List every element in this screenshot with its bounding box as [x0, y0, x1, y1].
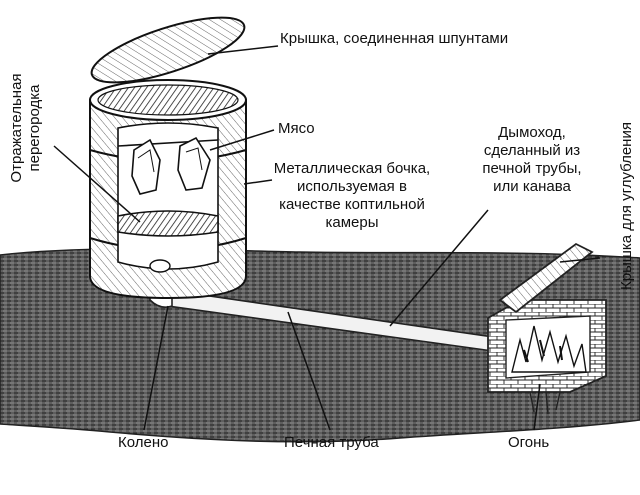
label-metal-barrel: Металлическая бочка, используемая в каче…: [273, 160, 431, 231]
barrel-lid: [90, 16, 246, 84]
label-meat: Мясо: [278, 120, 315, 137]
barrel: [89, 79, 247, 300]
label-flue: Дымоход, сделанный из печной трубы, или …: [482, 124, 582, 195]
label-lid-tongue-groove: Крышка, соединенная шпунтами: [280, 30, 509, 47]
label-fire: Огонь: [508, 434, 550, 451]
leader-lines: [53, 45, 601, 431]
label-stove-pipe: Печная труба: [284, 434, 379, 451]
label-elbow: Колено: [118, 434, 169, 451]
label-pit-cover: Крышка для углубления: [618, 122, 635, 290]
label-reflector-partition: Отражательная перегородка: [8, 73, 43, 183]
fire-pit: [487, 299, 607, 415]
